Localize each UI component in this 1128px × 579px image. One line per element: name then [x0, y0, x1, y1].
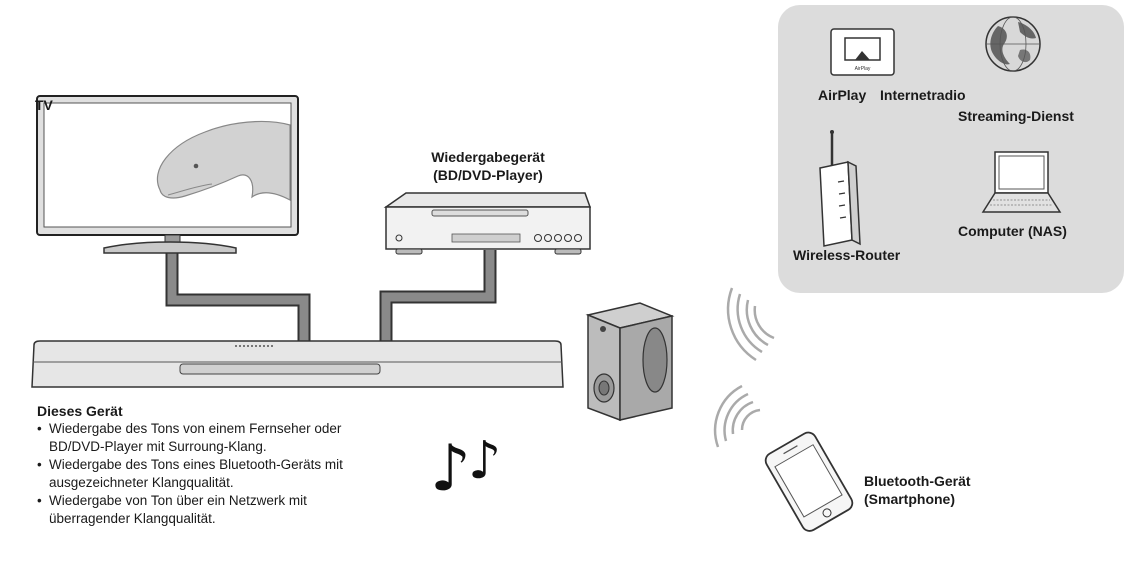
router-icon: [819, 130, 861, 247]
globe-icon: [985, 16, 1041, 72]
streaming-label: Streaming-Dienst: [958, 108, 1074, 124]
tv-label: TV: [35, 97, 53, 113]
music-note-small-icon: ♪: [468, 431, 501, 491]
device-description-list: Wiedergabe des Tons von einem Fernseher …: [37, 420, 379, 528]
description-item: Wiedergabe des Tons eines Bluetooth-Gerä…: [37, 456, 374, 492]
laptop-icon: [981, 151, 1062, 213]
hdmi-cable-tv: [165, 250, 311, 345]
wireless-waves-bluetooth-icon: [713, 384, 761, 448]
airplay-label: AirPlay: [818, 87, 867, 103]
soundbar-icon: [31, 340, 564, 388]
bd-dvd-player-icon: [383, 192, 592, 255]
bluetooth-label: Bluetooth-Gerät (Smartphone): [864, 472, 971, 508]
wireless-waves-network-icon: [726, 287, 775, 362]
device-description-title: Dieses Gerät: [37, 403, 123, 419]
subwoofer-icon: [585, 302, 675, 422]
router-label: Wireless-Router: [793, 247, 901, 263]
airplay-icon: AirPlay: [830, 28, 895, 76]
description-item: Wiedergabe des Tons von einem Fernseher …: [37, 420, 349, 456]
hdmi-cable-player: [379, 250, 497, 345]
player-label-line2: (BD/DVD-Player): [433, 167, 543, 183]
airplay-icon-text: AirPlay: [855, 66, 871, 72]
tv-icon: [36, 95, 299, 254]
internetradio-label: Internetradio: [880, 87, 966, 103]
smartphone-icon: [764, 431, 854, 532]
description-item: Wiedergabe von Ton über ein Netzwerk mit…: [37, 492, 379, 528]
computer-label: Computer (NAS): [958, 223, 1067, 239]
player-label-line1: Wiedergabegerät: [431, 149, 545, 165]
music-notes-icon: ♪: [430, 432, 471, 506]
player-label: Wiedergabegerät (BD/DVD-Player): [418, 148, 558, 184]
device-description: Dieses Gerät Wiedergabe des Tons von ein…: [37, 402, 379, 528]
bluetooth-label-line2: (Smartphone): [864, 491, 955, 507]
bluetooth-label-line1: Bluetooth-Gerät: [864, 473, 971, 489]
